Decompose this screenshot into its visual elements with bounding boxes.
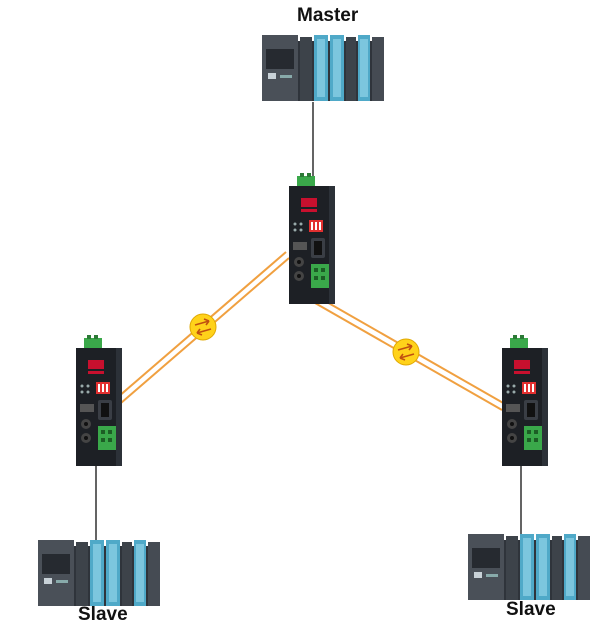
slave-right-label: Slave [506, 599, 556, 620]
bidirectional-arrow-icon [392, 338, 420, 366]
bidirectional-arrow-icon [189, 313, 217, 341]
plc-rack-icon [262, 35, 384, 101]
plc-rack-icon [38, 540, 160, 606]
slave-left-label: Slave [78, 604, 128, 625]
master-label: Master [297, 5, 359, 26]
plc-rack-icon [468, 534, 590, 600]
fiber-converter-icon [76, 335, 122, 466]
fiber-converter-icon [289, 173, 335, 304]
fiber-converter-icon [502, 335, 548, 466]
